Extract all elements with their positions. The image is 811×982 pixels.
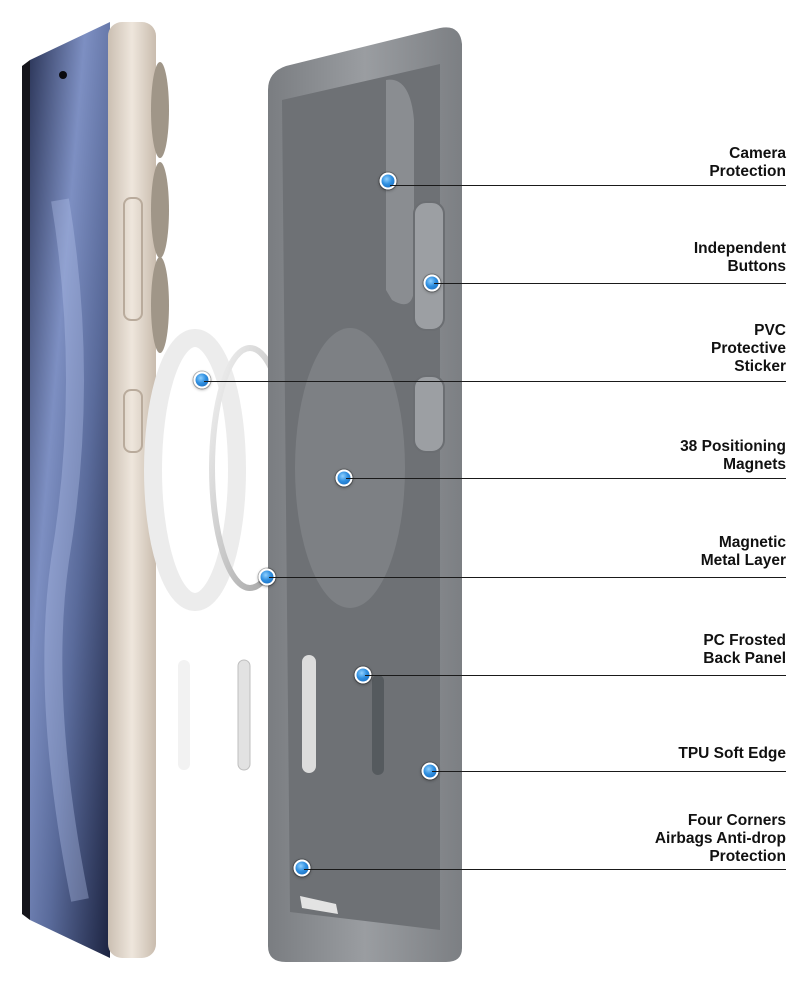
pvc-sticker-marker <box>193 371 211 389</box>
rear-camera-2-icon <box>151 162 169 258</box>
positioning-magnets-leader <box>346 478 786 479</box>
back-panel-label: PC Frosted Back Panel <box>703 632 786 667</box>
airbag-leader <box>304 869 786 870</box>
pvc-sticker-label: PVC Protective Sticker <box>711 322 786 375</box>
case-power-cutout-icon <box>413 375 445 453</box>
rear-camera-3-icon <box>151 257 169 353</box>
phone-side-frame <box>108 22 156 958</box>
soft-edge-label: TPU Soft Edge <box>678 745 786 762</box>
pvc-sticker-strip <box>178 660 190 770</box>
camera-protection-marker <box>379 172 397 190</box>
metal-layer-leader <box>269 577 786 578</box>
case-slot-left <box>302 655 316 773</box>
metal-strip <box>237 659 251 771</box>
independent-buttons-leader <box>434 283 786 284</box>
rear-camera-1-icon <box>151 62 169 158</box>
front-camera-icon <box>59 71 67 79</box>
phone-screen <box>30 22 110 958</box>
case-button-cutout-icon <box>413 201 445 331</box>
camera-bump-icon <box>386 79 414 305</box>
camera-protection-label: Camera Protection <box>709 145 786 180</box>
metal-layer-label: Magnetic Metal Layer <box>700 534 786 569</box>
phone <box>22 22 169 958</box>
case-slot-right <box>372 675 384 775</box>
camera-protection-leader <box>390 185 786 186</box>
power-button-icon <box>123 389 143 453</box>
independent-buttons-label: Independent Buttons <box>693 240 786 275</box>
corner-airbag-icon <box>300 896 338 914</box>
volume-button-icon <box>123 197 143 321</box>
positioning-magnets-label: 38 Positioning Magnets <box>680 438 786 473</box>
pvc-sticker-ring <box>144 329 246 611</box>
soft-edge-leader <box>432 771 786 772</box>
phone-case <box>268 27 462 963</box>
pvc-sticker-leader <box>204 381 786 382</box>
airbag-label: Four Corners Airbags Anti-drop Protectio… <box>654 812 786 865</box>
back-panel-leader <box>365 675 786 676</box>
airbag-marker <box>293 859 311 877</box>
